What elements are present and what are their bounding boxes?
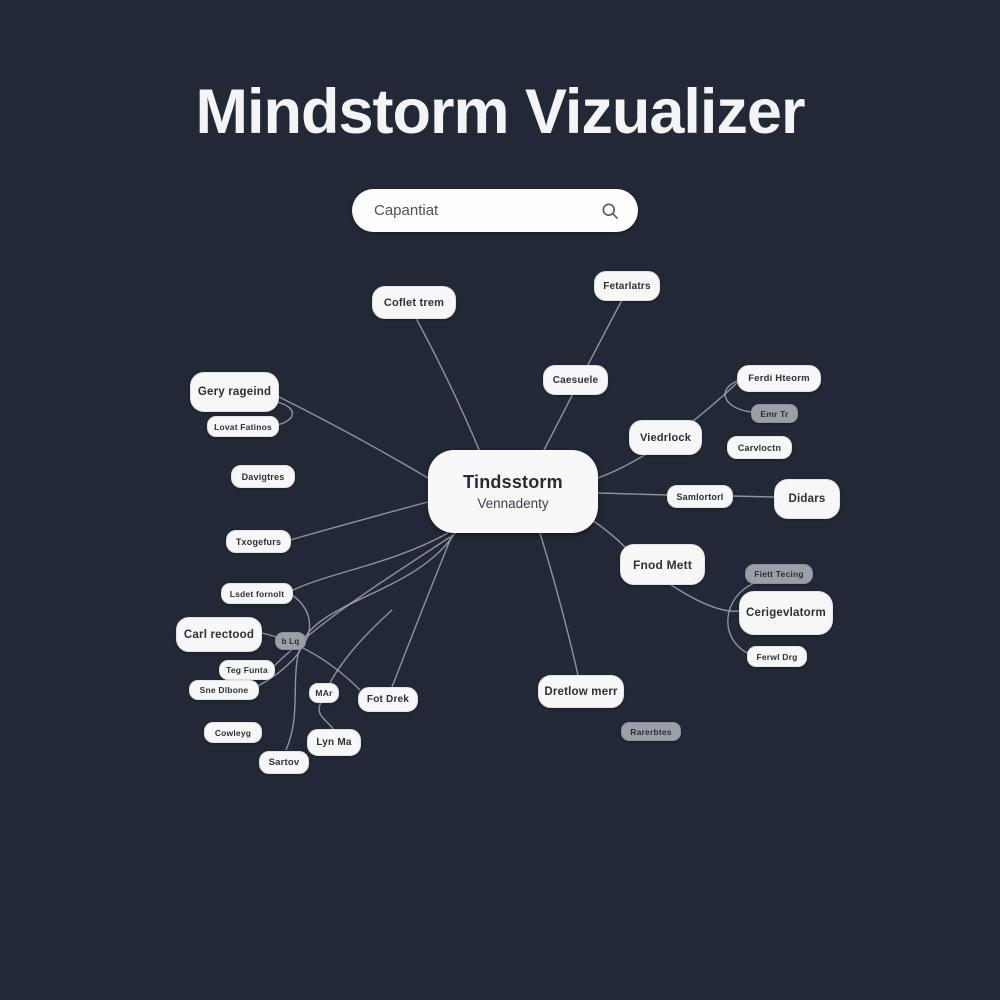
- edge-center-fnodmett: [591, 519, 627, 549]
- mindmap-center-node[interactable]: Tindsstorm Vennadenty: [428, 450, 598, 533]
- mindmap-node-sartov[interactable]: Sartov: [259, 751, 309, 774]
- mindmap-node-davigtres[interactable]: Davigtres: [231, 465, 295, 488]
- edge-long-swirl-sartov: [285, 532, 456, 751]
- edge-ferdi-emr-hook: [724, 379, 752, 413]
- edge-fnodmett-cerigevlatorm: [667, 582, 740, 612]
- mindmap-node-fetarlatrs[interactable]: Fetarlatrs: [594, 271, 660, 301]
- search-input[interactable]: [352, 202, 600, 219]
- mindmap-node-carl-rectood[interactable]: Carl rectood: [176, 617, 262, 652]
- mindmap-node-ferwl-drg[interactable]: Ferwl Drg: [747, 646, 807, 667]
- mindmap-node-emr-tr[interactable]: Emr Tr: [751, 404, 798, 423]
- edge-carl-blq-cross: [261, 632, 361, 691]
- mindmap-node-lyn-ma[interactable]: Lyn Ma: [307, 729, 361, 756]
- mindmap-node-ferdi-hteorm[interactable]: Ferdi Hteorm: [737, 365, 821, 392]
- mindmap-node-lsdet-fornolt[interactable]: Lsdet fornolt: [221, 583, 293, 604]
- edge-center-samlortorl: [597, 492, 668, 496]
- search-bar[interactable]: [352, 189, 638, 232]
- mindmap-node-carvloctn[interactable]: Carvloctn: [727, 436, 792, 459]
- mindmap-node-fnod-mett[interactable]: Fnod Mett: [620, 544, 705, 585]
- mindmap-node-didars[interactable]: Didars: [774, 479, 840, 519]
- edge-center-gery: [276, 395, 429, 479]
- mindmap-node-coflet-trem[interactable]: Coflet trem: [372, 286, 456, 319]
- mindmap-node-b-lq[interactable]: b Lq: [275, 632, 306, 650]
- mindmap-node-gery-rageind[interactable]: Gery rageind: [190, 372, 279, 412]
- mindmap-node-cerigevlatorm[interactable]: Cerigevlatorm: [739, 591, 833, 635]
- mindmap-node-cowleyg[interactable]: Cowleyg: [204, 722, 262, 743]
- edge-center-coflet: [415, 317, 481, 453]
- mindmap-node-mar[interactable]: MAr: [309, 683, 339, 703]
- mindmap-node-viedrlock[interactable]: Viedrlock: [629, 420, 702, 455]
- mindmap-node-caesuele[interactable]: Caesuele: [543, 365, 608, 395]
- edge-center-lsdet: [290, 532, 449, 592]
- mindmap-node-fiett-tecing[interactable]: Fiett Tecing: [745, 564, 813, 584]
- mindmap-node-samlortorl[interactable]: Samlortorl: [667, 485, 733, 508]
- search-icon[interactable]: [600, 201, 620, 221]
- page-title: Mindstorm Vizualizer: [195, 77, 806, 147]
- edge-center-txogefurs: [289, 501, 429, 541]
- edge-mar-up: [329, 609, 393, 684]
- center-node-title: Tindsstorm: [463, 472, 563, 492]
- mindmap-node-rarerbtes[interactable]: Rarerbtes: [621, 722, 681, 741]
- center-node-subtitle: Vennadenty: [477, 496, 549, 511]
- mindmap-node-dretlow-merr[interactable]: Dretlow merr: [538, 675, 624, 708]
- mindmap-node-sne-dlbone[interactable]: Sne Dlbone: [189, 680, 259, 700]
- mindmap-node-lovat-fatinos[interactable]: Lovat Fatinos: [207, 416, 279, 437]
- edge-fotdrek-up: [391, 534, 453, 688]
- edge-samlortorl-didars: [730, 495, 775, 498]
- edge-fiett-ferwl-arc: [727, 581, 758, 656]
- mindmap-node-teg-funta[interactable]: Teg Funta: [219, 660, 275, 680]
- edge-mar-lynma: [318, 700, 334, 730]
- mindmap-node-txogefurs[interactable]: Txogefurs: [226, 530, 291, 553]
- edge-gery-lovat-hook: [276, 401, 294, 426]
- mindmap-node-fot-drek[interactable]: Fot Drek: [358, 687, 418, 712]
- edge-center-dretlow: [539, 532, 579, 676]
